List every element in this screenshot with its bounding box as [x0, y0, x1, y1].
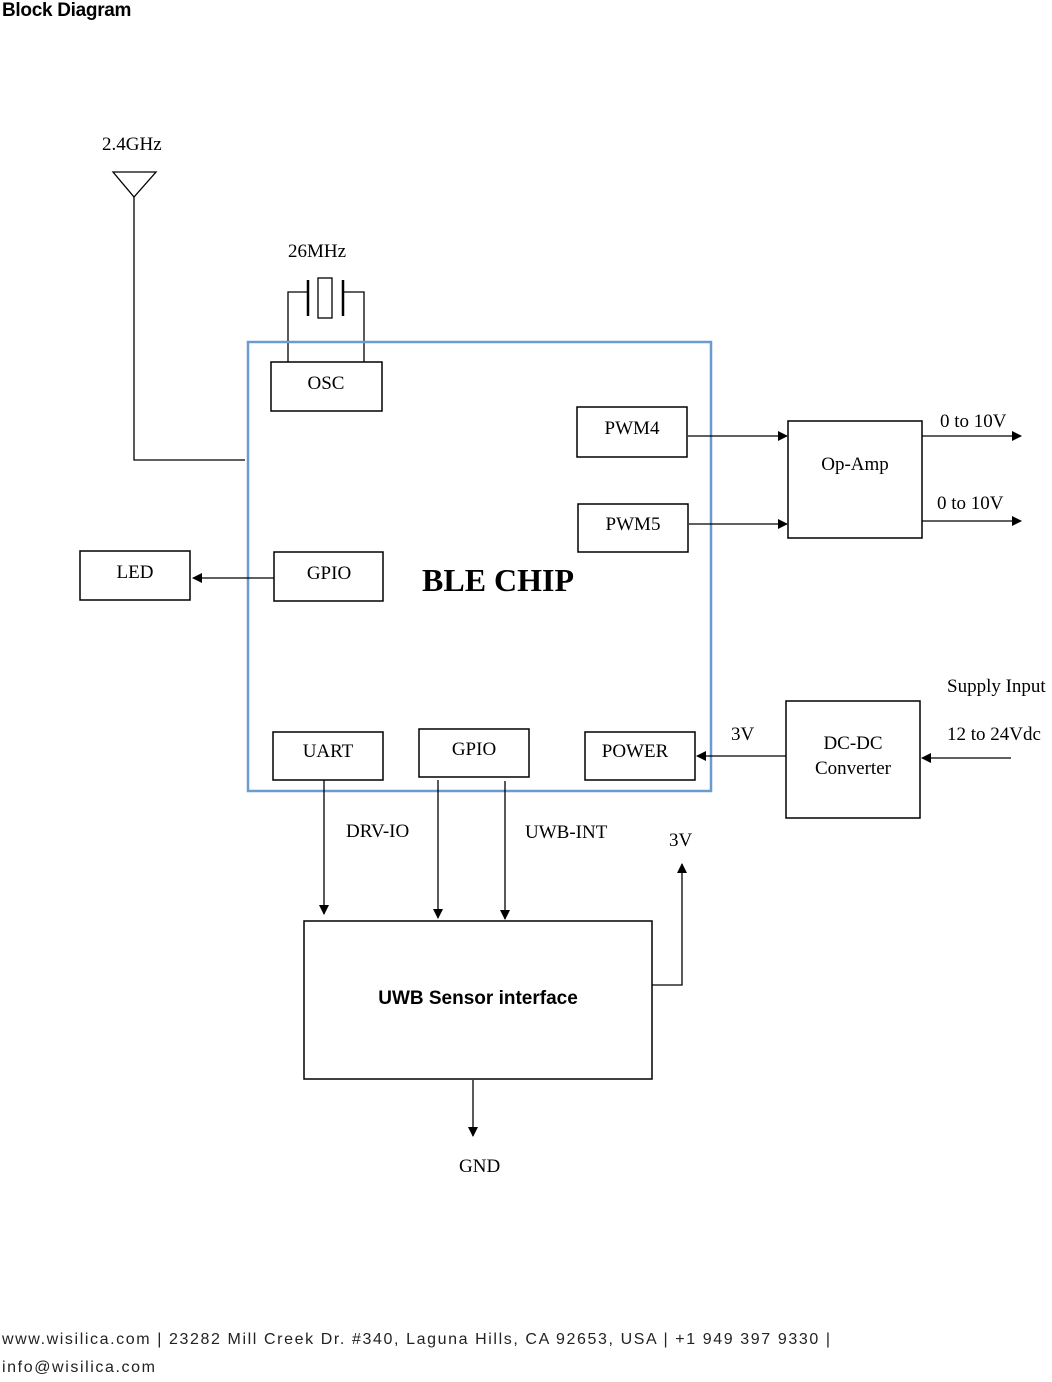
gpio-left-block: GPIO: [273, 551, 384, 602]
crystal: 26MHz: [287, 241, 365, 362]
opamp-label: Op-Amp: [821, 454, 889, 475]
uwb-int-label: UWB-INT: [525, 822, 608, 843]
crystal-body: [317, 277, 333, 319]
uwb-sensor-title: UWB Sensor interface: [378, 988, 578, 1009]
pwm4-block: PWM4: [576, 406, 688, 458]
block-diagram: 2.4GHz 26MHz BLE CHIP OSC PWM4 PWM5 GPIO…: [79, 134, 1046, 1177]
gpio-bottom-block: GPIO: [418, 728, 530, 778]
sensor-supply-arrow: [652, 863, 687, 986]
led-block: LED: [79, 550, 191, 601]
antenna-wire: [133, 197, 245, 461]
opamp-output1-label: 0 to 10V: [940, 411, 1007, 432]
power-block: POWER: [584, 731, 696, 781]
dcdc-output-label: 3V: [731, 724, 755, 745]
chip-title: BLE CHIP: [422, 562, 574, 598]
antenna: 2.4GHz: [102, 134, 245, 461]
antenna-label: 2.4GHz: [102, 134, 162, 155]
osc-label: OSC: [308, 373, 345, 394]
drv-io-label: DRV-IO: [346, 821, 409, 842]
dcdc-line2: Converter: [815, 758, 892, 779]
ble-chip: [246, 340, 713, 793]
power-label: POWER: [602, 741, 669, 762]
gpio-left-label: GPIO: [307, 563, 351, 584]
pwm5-label: PWM5: [606, 514, 661, 535]
dcdc-block: DC-DC Converter: [785, 700, 921, 819]
crystal-label: 26MHz: [288, 241, 346, 262]
ground-label: GND: [459, 1156, 500, 1177]
page-footer: www.wisilica.com | 23282 Mill Creek Dr. …: [2, 1326, 1042, 1382]
osc-block: OSC: [270, 361, 383, 412]
pwm5-block: PWM5: [577, 503, 689, 553]
sensor-supply-label: 3V: [669, 830, 693, 851]
pwm4-label: PWM4: [605, 418, 660, 439]
dcdc-line1: DC-DC: [823, 733, 882, 754]
uart-label: UART: [303, 741, 354, 762]
antenna-symbol: [111, 171, 158, 198]
opamp-block: Op-Amp: [787, 420, 923, 539]
footer-email-line: info@wisilica.com: [2, 1359, 157, 1376]
uwb-sensor-block: UWB Sensor interface: [303, 920, 653, 1080]
gpio-bottom-label: GPIO: [452, 739, 496, 760]
page-heading: Block Diagram: [2, 0, 132, 21]
uart-block: UART: [272, 731, 384, 781]
opamp-output2-label: 0 to 10V: [937, 493, 1004, 514]
supply-input-title: Supply Input: [947, 676, 1046, 697]
supply-input-range: 12 to 24Vdc: [947, 724, 1041, 745]
footer-contact-line: www.wisilica.com | 23282 Mill Creek Dr. …: [2, 1331, 832, 1348]
led-label: LED: [117, 562, 154, 583]
